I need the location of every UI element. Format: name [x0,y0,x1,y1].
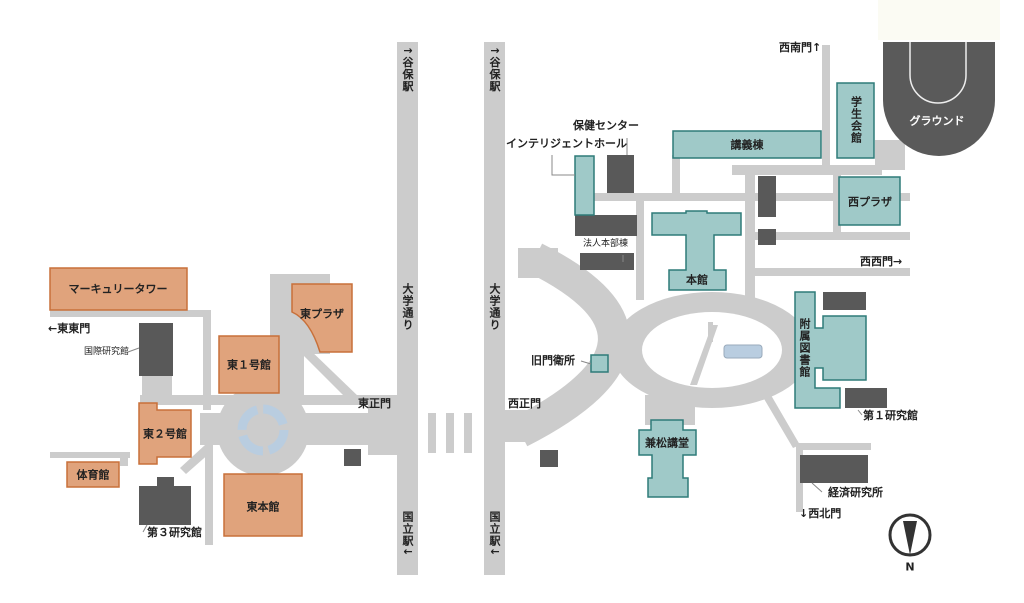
gate-nishi-nan: 西南門↑ [779,41,822,54]
east-buildings [49,267,353,537]
building-hoken: 保健センター [573,119,639,132]
building-kyumon: 旧門衛所 [531,354,575,367]
gate-higashi-sei: 東正門 [358,397,391,410]
street-label-kunitachi: 国立駅↓ [488,511,501,558]
building-hojin: 法人本部棟 [583,239,629,249]
ground-field [883,42,995,156]
compass-icon [888,513,932,557]
building-dai1: 第１研究館 [863,409,918,422]
oval-inner [642,312,782,388]
building-kogi: 講義棟 [730,138,764,152]
street-label-kunitachi: 国立駅↓ [401,511,414,558]
gate-nishi-nishi: 西西門→ [860,255,903,268]
ground-label: グラウンド [909,114,965,128]
leader-lines [127,138,863,533]
building-gakusei: 学生会館 [849,96,863,144]
gate-nishi-sei: 西正門 [508,397,541,410]
compass-north-label: N [905,560,915,574]
building-east-plaza: 東プラザ [300,307,344,321]
building-dai3: 第３研究館 [147,526,202,539]
building-gym: 体育館 [76,468,110,482]
roads [50,42,910,575]
building-west-plaza: 西プラザ [848,195,892,209]
gate-nishi-hoku: ↓西北門 [799,507,842,520]
building-honkan: 本館 [686,273,708,287]
building-keizai: 経済研究所 [828,486,883,499]
other-buildings [139,155,887,525]
building-kokusai: 国際研究館 [84,347,130,357]
rotunda-fountain [237,404,289,456]
west-buildings [574,82,901,498]
track-line [909,42,967,104]
street-label-daigaku-dori: 大学通り [401,283,414,331]
pond [723,344,763,359]
building-east-1: 東１号館 [227,358,271,372]
building-kanematsu: 兼松講堂 [645,436,689,450]
building-east-2: 東２号館 [143,427,187,441]
street-label-daigaku-dori: 大学通り [488,283,501,331]
building-intelligent-hall: インテリジェントホール [506,137,627,150]
building-east-main: 東本館 [246,500,280,514]
corner-patch [878,0,1000,40]
building-mercury-tower: マーキュリータワー [68,282,168,296]
street-label-yaho: ↑谷保駅 [401,46,414,93]
building-library: 附属図書館 [798,318,811,378]
gate-higashi-higashi: ←東東門 [48,322,91,335]
street-label-yaho: ↑谷保駅 [488,46,501,93]
